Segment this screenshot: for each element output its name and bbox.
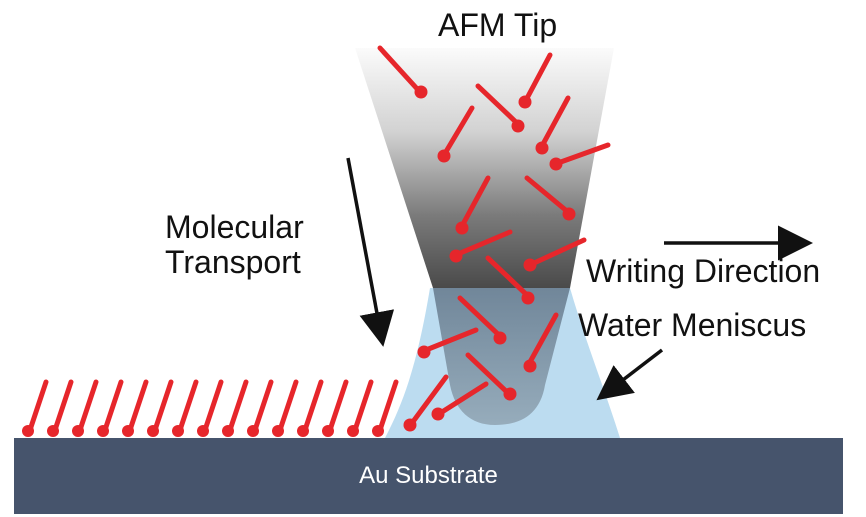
molecular-transport-label: Molecular Transport [165, 210, 345, 279]
afm-tip-label: AFM Tip [438, 7, 558, 43]
afm-tip [355, 48, 614, 288]
molecular-transport-label-line2: Transport [165, 243, 301, 280]
molecular-transport-label-line1: Molecular [165, 209, 304, 245]
au-substrate [14, 438, 843, 514]
ink-molecules [377, 45, 611, 432]
afm-tip-end [433, 288, 570, 425]
writing-direction-label: Writing Direction [586, 253, 821, 289]
substrate-molecules [22, 379, 399, 437]
substrate-label: Au Substrate [359, 462, 498, 489]
water-meniscus-label: Water Meniscus [578, 307, 807, 343]
molecular-transport-arrow [346, 157, 395, 347]
water-meniscus-arrow [596, 348, 664, 401]
